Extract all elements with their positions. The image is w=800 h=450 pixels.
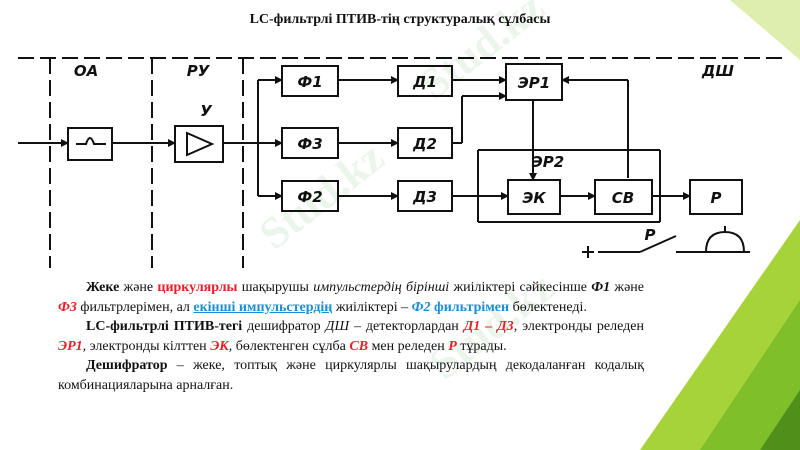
text-span: фильтрлерімен, ал <box>76 299 194 315</box>
block-ek <box>507 179 561 215</box>
deco-triangle-top <box>730 0 800 60</box>
block-label-d3: Д3 <box>412 188 437 206</box>
text-span: Ф2 <box>411 299 431 315</box>
block-er1 <box>505 63 563 101</box>
text-span: дешифратор <box>242 319 326 334</box>
text-span: Дешифратор <box>86 358 168 373</box>
block-label-sv: СВ <box>612 189 634 207</box>
text-span: шақырушы <box>237 280 314 295</box>
text-span: ЭР1 <box>58 338 83 354</box>
label-r-contact: Р <box>645 226 656 244</box>
block-label-r: Р <box>711 189 722 207</box>
structural-diagram: ОА РУ ДШ У Ф1 Ф3 Ф2 Д1 Д2 Д3 ЭР1 ЭК СВ Р… <box>18 57 782 268</box>
deco-triangle-mid <box>700 300 800 450</box>
text-span: Р <box>448 338 457 354</box>
label-er2: ЭР2 <box>532 153 564 171</box>
text-span: Ф1 <box>591 280 611 295</box>
text-span: фильтрімен <box>430 299 510 315</box>
text-span: LC-фильтрлі ПТИВ-тегі <box>86 319 243 334</box>
label-amp: У <box>200 102 213 120</box>
paragraph-2: LC-фильтрлі ПТИВ-тегі дешифратор ДШ – де… <box>58 317 644 356</box>
slide-title: LC-фильтрлі ПТИВ-тің структуралық сұлбас… <box>249 12 551 27</box>
block-d3 <box>397 180 453 212</box>
text-span: Жеке <box>86 280 120 295</box>
block-label-d1: Д1 <box>412 73 437 91</box>
description-text: Жеке және циркулярлы шақырушы импульстер… <box>58 278 644 395</box>
text-span: екінші импульстердің <box>193 299 333 315</box>
text-span: СВ <box>349 338 369 354</box>
text-span: , электронды кілттен <box>82 338 211 354</box>
block-f2 <box>281 180 339 212</box>
block-label-d2: Д2 <box>412 135 437 153</box>
text-span: бөлектенеді. <box>509 299 587 315</box>
switch-contact <box>639 235 677 253</box>
paragraph-1: Жеке және циркулярлы шақырушы импульстер… <box>58 278 644 317</box>
block-sv <box>594 179 653 215</box>
text-span: циркулярлы <box>157 280 238 295</box>
block-label-f3: Ф3 <box>297 135 322 153</box>
text-span: импульстердің бірінші <box>313 280 450 295</box>
label-oa: ОА <box>74 62 98 80</box>
text-span: ЭК <box>210 338 229 354</box>
oa-symbol-icon <box>76 137 106 145</box>
block-label-f2: Ф2 <box>297 188 322 206</box>
text-span: және <box>119 280 158 295</box>
text-span: және <box>610 280 645 295</box>
block-label-f1: Ф1 <box>297 73 322 91</box>
amplifier-triangle-icon <box>186 131 215 157</box>
paragraph-3: Дешифратор – жеке, топтық және циркулярл… <box>58 356 644 395</box>
block-f3 <box>281 127 339 159</box>
text-span: Д1 – Д3 <box>463 319 514 334</box>
block-label-er1: ЭР1 <box>518 74 550 92</box>
text-span: , бөлектенген сұлба <box>228 338 350 354</box>
deco-triangle-dark <box>760 390 800 450</box>
text-span: тұрады. <box>456 338 507 354</box>
block-label-ek: ЭК <box>522 189 546 207</box>
block-r <box>689 179 743 215</box>
label-dsh: ДШ <box>701 62 734 80</box>
text-span: ДШ <box>325 319 350 334</box>
text-span: – детекторлардан <box>349 319 464 334</box>
text-span: Ф3 <box>58 299 77 315</box>
text-span: – жеке, топтық және циркулярлы шақырулар… <box>58 358 644 393</box>
text-span: , электронды реледен <box>513 319 644 334</box>
text-span: мен реледен <box>368 338 449 354</box>
block-f1 <box>281 65 339 97</box>
label-ru: РУ <box>187 62 211 80</box>
block-d1 <box>397 65 453 97</box>
text-span: жиіліктері – <box>332 299 412 315</box>
oa-block <box>67 127 113 161</box>
amplifier-block <box>174 125 224 163</box>
text-span: жиіліктері сәйкесінше <box>449 280 592 295</box>
bell-icon <box>705 230 745 253</box>
block-d2 <box>397 127 453 159</box>
